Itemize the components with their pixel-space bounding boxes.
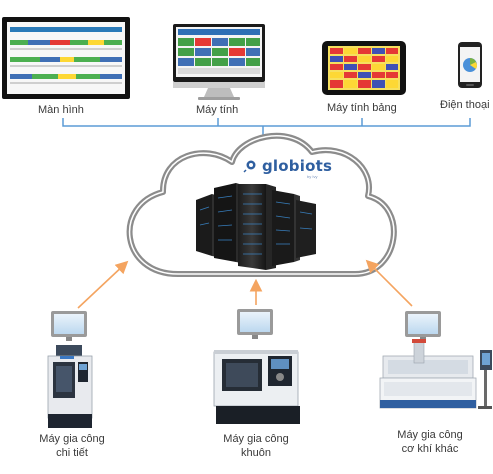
machine-mechanical-label: Máy gia công cơ khí khác bbox=[380, 428, 480, 456]
machine-mechanical-line1: Máy gia công bbox=[397, 429, 463, 441]
machine-mechanical-line2: cơ khí khác bbox=[401, 443, 459, 455]
desktop-device bbox=[173, 24, 265, 100]
monitor-screen-rows bbox=[10, 27, 122, 84]
machining-center-icon bbox=[47, 345, 93, 428]
machine-mold-line1: Máy gia công bbox=[223, 433, 289, 445]
desktop-label: Máy tính bbox=[196, 104, 239, 116]
server-racks-icon bbox=[196, 183, 316, 270]
machine-detail-label: Máy gia công chi tiết bbox=[22, 432, 122, 460]
brand-name: globiots bbox=[262, 157, 333, 175]
globiots-logo-icon bbox=[243, 160, 256, 173]
machine-mold-label: Máy gia công khuôn bbox=[206, 432, 306, 460]
laser-cutter-icon bbox=[379, 339, 492, 409]
terminal-right-icon bbox=[405, 311, 441, 341]
phone-device bbox=[458, 42, 482, 88]
top-connector-lines bbox=[62, 118, 471, 135]
terminal-left-icon bbox=[51, 311, 87, 341]
data-flow-arrows bbox=[77, 259, 413, 309]
tablet-label: Máy tính bảng bbox=[327, 102, 397, 114]
cnc-lathe-icon bbox=[213, 350, 300, 424]
brand-tagline: by Ivy bbox=[307, 174, 318, 179]
monitor-label: Màn hình bbox=[38, 104, 84, 116]
machine-mold-line2: khuôn bbox=[241, 447, 271, 459]
monitor-device bbox=[2, 17, 130, 99]
terminal-center-icon bbox=[237, 309, 273, 339]
machine-detail-line1: Máy gia công bbox=[39, 433, 105, 445]
machine-detail-line2: chi tiết bbox=[56, 447, 88, 459]
tablet-device bbox=[322, 41, 406, 95]
phone-label: Điện thoại bbox=[440, 99, 490, 111]
